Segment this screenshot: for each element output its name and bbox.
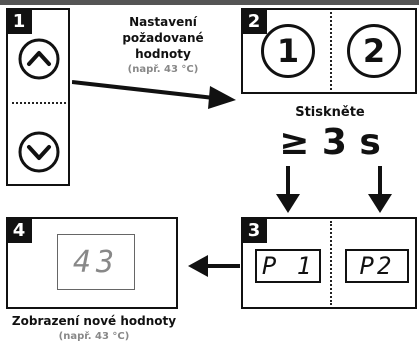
chevron-down-icon [27,145,51,160]
button-1[interactable]: 1 [261,24,315,78]
up-button[interactable] [17,37,61,81]
display-p1: P 1 [255,249,321,283]
panel-step-2: 2 1 2 [241,8,417,94]
step-1-label-line-1: Nastavení [129,15,197,29]
panel-3-divider [330,221,332,305]
arrow-left-icon [188,255,240,277]
chevron-up-icon [27,51,51,66]
step-1-example: (např. 43 °C) [127,64,199,75]
step-1-label-line-3: hodnoty [135,47,191,61]
step-3-badge: 3 [241,217,267,243]
step-4-caption: Zobrazení nové hodnoty [11,314,177,328]
panel-step-4: 4 43 [6,217,178,309]
step-1-label-line-2: požadované [122,31,204,45]
display-new-value: 43 [57,234,135,290]
display-p2: P2 [345,249,409,283]
step-2-badge: 2 [241,8,267,34]
panel-step-1: 1 [6,8,70,186]
top-band [0,0,419,5]
step-4-badge: 4 [6,217,32,243]
panel-1-divider [12,102,66,104]
panel-step-3: 3 P 1 P2 [241,217,417,309]
step-4-example: (např. 43 °C) [58,331,130,342]
arrow-down-icon [276,166,300,213]
press-duration: ≥ 3 s [279,122,381,163]
step-1-badge: 1 [6,8,32,34]
down-button[interactable] [17,130,61,174]
panel-2-divider [330,12,332,90]
step-1-label: Nastavení požadované hodnoty (např. 43 °… [108,14,218,78]
press-label: Stiskněte [295,105,365,120]
button-2[interactable]: 2 [347,24,401,78]
arrow-down-icon [368,166,392,213]
arrow-right-icon [72,80,236,109]
